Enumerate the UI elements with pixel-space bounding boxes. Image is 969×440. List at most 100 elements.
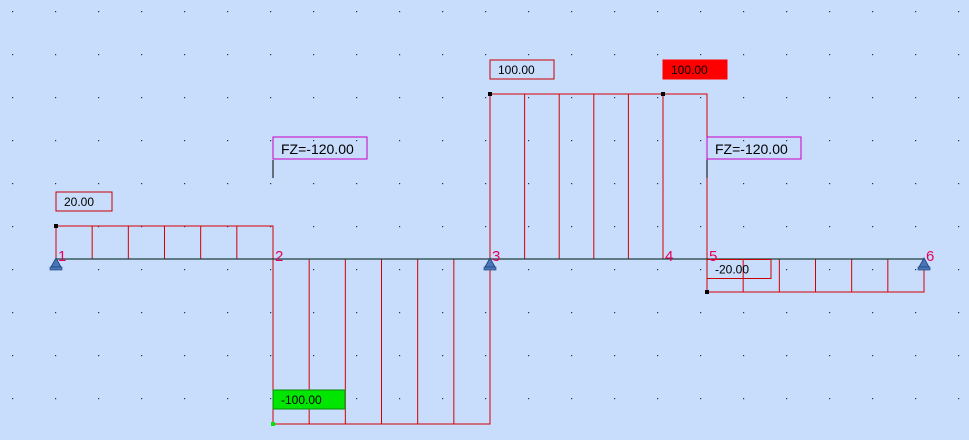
grid-dot xyxy=(141,312,143,314)
grid-dot xyxy=(485,11,487,13)
grid-dot xyxy=(786,54,788,56)
grid-dot xyxy=(958,355,960,357)
grid-dot xyxy=(571,398,573,400)
grid-dot xyxy=(227,183,229,185)
value-label-box xyxy=(489,59,555,80)
grid-dot xyxy=(528,312,530,314)
grid-dot xyxy=(313,269,315,271)
grid-dot xyxy=(915,398,917,400)
grid-dot xyxy=(571,312,573,314)
node-label-4: 4 xyxy=(665,248,673,265)
grid-dot xyxy=(399,54,401,56)
grid-dot xyxy=(700,312,702,314)
grid-dot xyxy=(829,140,831,142)
grid-dot xyxy=(442,398,444,400)
grid-dot xyxy=(700,183,702,185)
grid-dot xyxy=(12,398,14,400)
grid-dot xyxy=(485,398,487,400)
grid-dot xyxy=(313,312,315,314)
grid-dot xyxy=(958,269,960,271)
grid-dot xyxy=(786,226,788,228)
grid-dot xyxy=(270,140,272,142)
grid-dot xyxy=(743,54,745,56)
grid-dot xyxy=(399,312,401,314)
grid-dot xyxy=(485,54,487,56)
grid-dot xyxy=(528,97,530,99)
grid-dot xyxy=(872,269,874,271)
grid-dot xyxy=(614,140,616,142)
value-label: 100.00 xyxy=(671,63,708,77)
grid-dot xyxy=(614,355,616,357)
grid-dot xyxy=(657,183,659,185)
grid-dot xyxy=(528,398,530,400)
grid-dot xyxy=(528,183,530,185)
support-icon xyxy=(49,257,63,271)
grid-dot xyxy=(571,11,573,13)
grid-dot xyxy=(442,226,444,228)
grid-dot xyxy=(442,97,444,99)
grid-dot xyxy=(571,183,573,185)
grid-dot xyxy=(356,54,358,56)
grid-dot xyxy=(571,355,573,357)
grid-dot xyxy=(829,54,831,56)
grid-dot xyxy=(485,140,487,142)
grid-dot xyxy=(786,11,788,13)
grid-dot xyxy=(313,140,315,142)
grid-dot xyxy=(743,97,745,99)
grid-dot xyxy=(12,355,14,357)
grid-dot xyxy=(55,355,57,357)
grid-dot xyxy=(743,140,745,142)
grid-dot xyxy=(399,226,401,228)
grid-dot xyxy=(399,398,401,400)
value-label-box xyxy=(272,389,346,410)
grid-dot xyxy=(227,54,229,56)
grid-dot xyxy=(958,97,960,99)
grid-dot xyxy=(872,355,874,357)
grid-dot xyxy=(184,312,186,314)
grid-dot xyxy=(98,97,100,99)
grid-dot xyxy=(872,140,874,142)
grid-dot xyxy=(571,140,573,142)
grid-dot xyxy=(399,355,401,357)
grid-dot xyxy=(270,312,272,314)
grid-dot xyxy=(485,312,487,314)
grid-dot xyxy=(356,398,358,400)
grid-dot xyxy=(743,398,745,400)
node-label-6: 6 xyxy=(926,248,934,265)
grid-dot xyxy=(915,226,917,228)
grid-dot xyxy=(657,140,659,142)
grid-dot xyxy=(442,355,444,357)
grid-dot xyxy=(872,398,874,400)
grid-dot xyxy=(700,140,702,142)
grid-dot xyxy=(55,398,57,400)
grid-dot xyxy=(98,226,100,228)
grid-dot xyxy=(313,226,315,228)
grid-dot xyxy=(485,97,487,99)
support-icon xyxy=(917,257,931,271)
grid-dot xyxy=(12,54,14,56)
grid-dot xyxy=(614,226,616,228)
value-label: 100.00 xyxy=(498,63,535,77)
grid-dot xyxy=(829,97,831,99)
grid-dot xyxy=(12,11,14,13)
support-base xyxy=(917,266,931,271)
grid-dot xyxy=(141,183,143,185)
grid-dot xyxy=(700,226,702,228)
grid-dot xyxy=(442,269,444,271)
grid-dot xyxy=(442,54,444,56)
grid-dot xyxy=(958,226,960,228)
grid-dot xyxy=(55,312,57,314)
grid-dot xyxy=(915,355,917,357)
grid-dot xyxy=(356,312,358,314)
grid-dot xyxy=(614,398,616,400)
grid-dot xyxy=(442,11,444,13)
grid-dot xyxy=(141,226,143,228)
grid-dot xyxy=(700,269,702,271)
grid-dot xyxy=(958,312,960,314)
grid-dot xyxy=(184,54,186,56)
grid-dot xyxy=(98,54,100,56)
grid-dot xyxy=(184,355,186,357)
grid-dot xyxy=(915,269,917,271)
